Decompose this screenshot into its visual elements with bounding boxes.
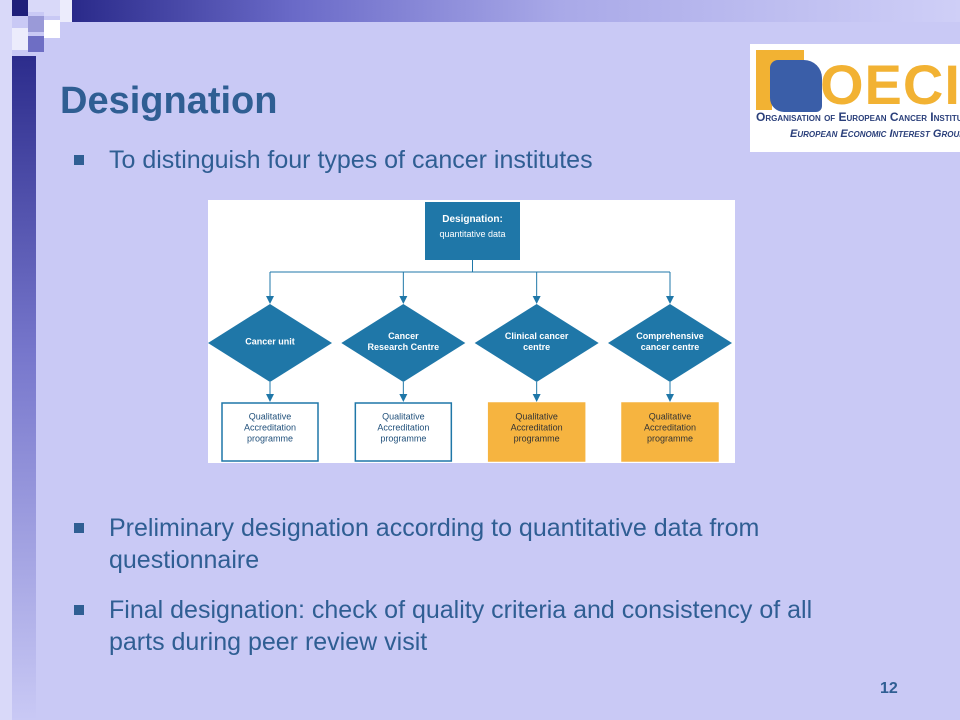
arrow-head [666,394,674,402]
bullet-marker [74,605,84,615]
arrow-head [399,394,408,402]
page-number: 12 [880,680,898,697]
programme-label: Accreditation [244,422,296,432]
decor-square [12,28,28,50]
bullet-item: Preliminary designation according to qua… [74,512,834,576]
root-node-title: Designation: [442,214,503,225]
type-label: Cancer [388,331,419,341]
programme-label: programme [647,433,693,443]
oeci-logo: OECI Organisation of European Cancer Ins… [750,44,960,152]
type-label: Comprehensive [636,331,704,341]
programme-label: Qualitative [249,411,292,421]
decor-square [44,20,60,38]
programme-label: Qualitative [382,411,425,421]
programme-label: Accreditation [511,422,563,432]
programme-label: Accreditation [644,422,696,432]
programme-label: programme [247,433,293,443]
logo-line-1: Organisation of European Cancer Institut… [756,110,960,124]
decor-square [60,0,72,22]
slide-title: Designation [60,80,278,122]
bullet-text: Preliminary designation according to qua… [109,514,760,574]
decor-square [12,0,28,16]
type-label: Clinical cancer [505,331,569,341]
programme-label: programme [380,433,426,443]
root-node [425,202,520,260]
bullet-item: Final designation: check of quality crit… [74,594,834,658]
arrow-head [266,296,274,304]
root-node-subtitle: quantitative data [439,229,505,239]
type-label: centre [523,342,550,352]
bullet-marker [74,155,84,165]
decor-square [28,16,44,32]
type-label: Cancer unit [245,336,295,346]
programme-label: programme [514,433,560,443]
programme-box [621,402,719,462]
type-diamond [474,304,599,382]
decor-square [44,0,60,16]
europe-map-icon [770,60,822,112]
type-diamond [341,304,466,382]
logo-wordmark: OECI [820,53,960,116]
top-gradient-bar [72,0,960,22]
left-decor-strip [0,0,12,720]
bullet-marker [74,523,84,533]
bullet-item: To distinguish four types of cancer inst… [74,144,593,176]
programme-box [487,402,586,462]
arrow-head [666,296,674,304]
programme-box [221,402,319,462]
decor-square [28,36,44,52]
logo-bracket [756,50,772,110]
arrow-head [399,296,408,304]
type-label: Research Centre [368,342,440,352]
programme-label: Accreditation [377,422,429,432]
bullet-text: To distinguish four types of cancer inst… [109,146,593,174]
type-diamond [608,304,732,382]
arrow-head [266,394,274,402]
logo-line-2: European Economic Interest Grouping [790,128,960,140]
programme-label: Qualitative [649,411,692,421]
arrow-head [532,394,541,402]
programme-box [354,402,453,462]
type-diamond [208,304,332,382]
left-gradient-bar [12,56,36,720]
arrow-head [532,296,541,304]
bullet-text: Final designation: check of quality crit… [109,596,813,656]
programme-label: Qualitative [515,411,558,421]
type-label: cancer centre [641,342,700,352]
